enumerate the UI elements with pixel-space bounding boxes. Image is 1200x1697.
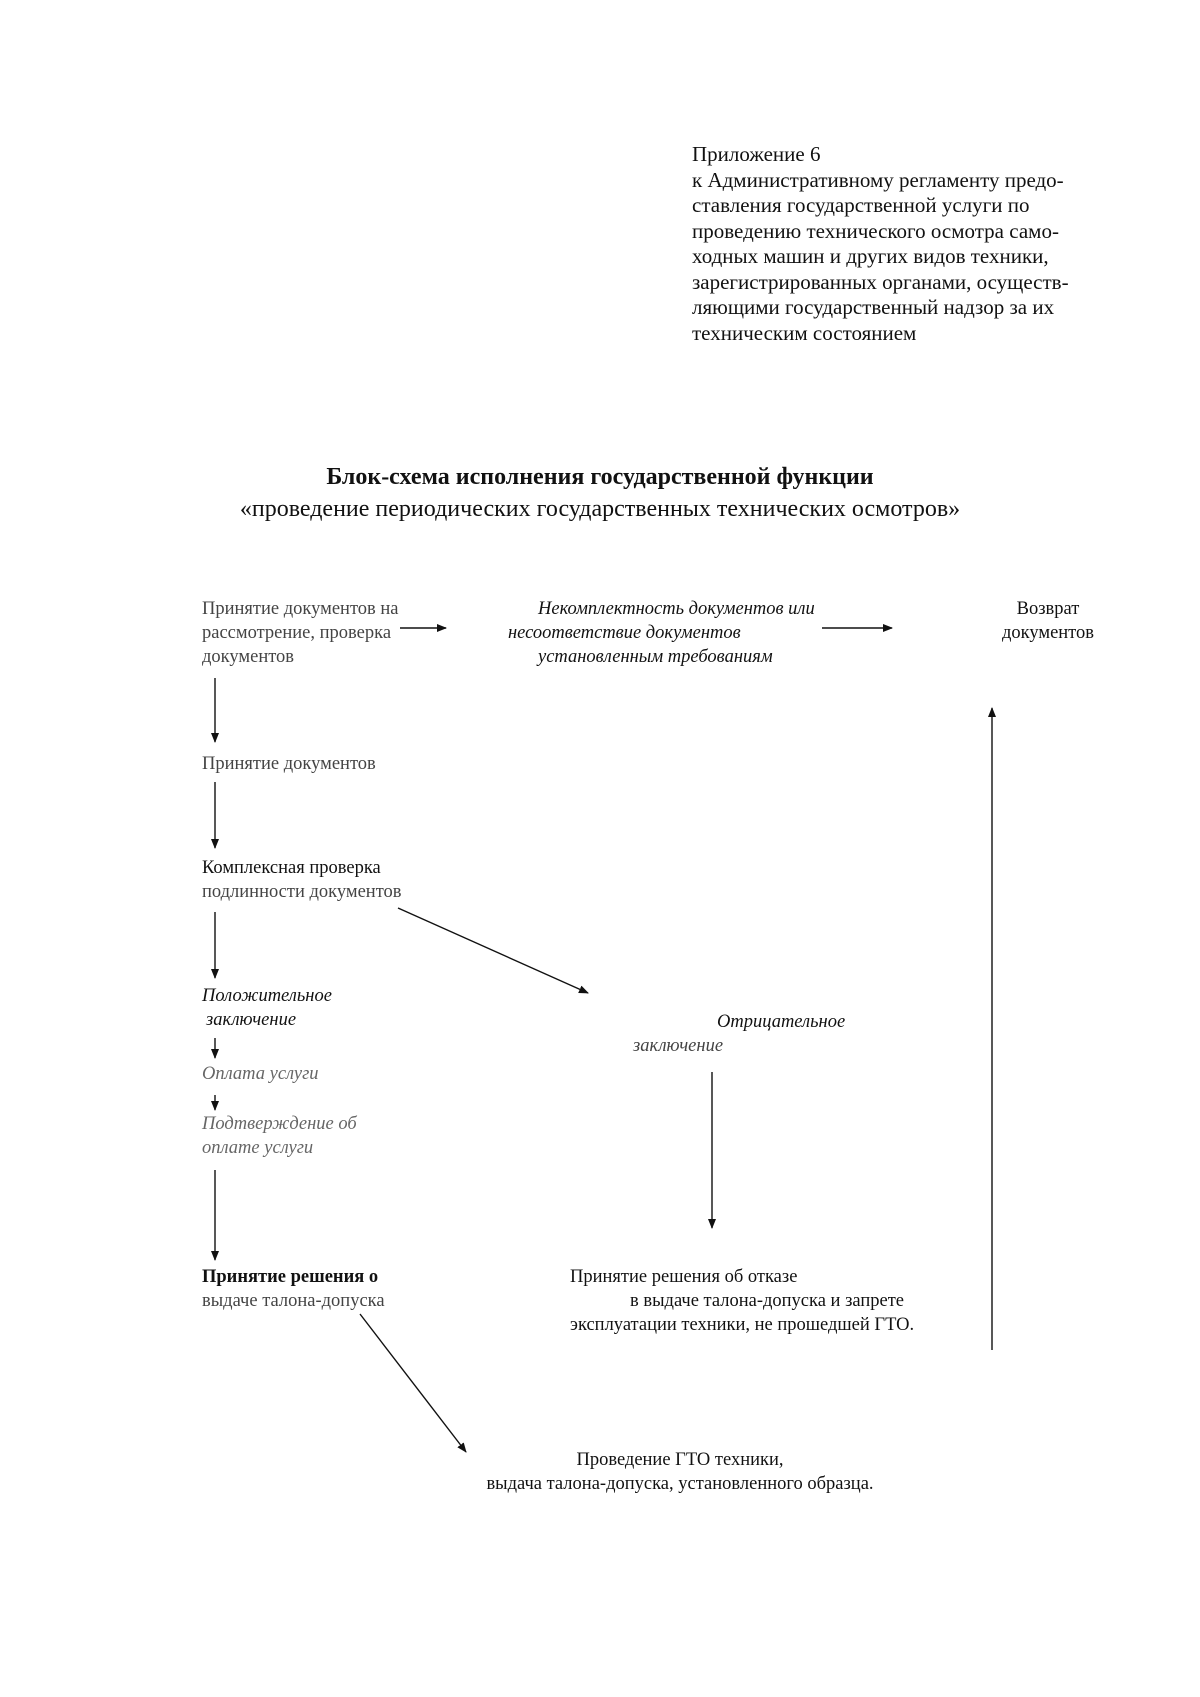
appendix-line: зарегистрированных органами, осуществ- bbox=[692, 269, 1069, 294]
node-accept-review: Принятие документов на рассмотрение, про… bbox=[202, 597, 399, 669]
node-text: Возврат bbox=[1016, 599, 1080, 619]
node-text: Принятие документов на bbox=[202, 599, 399, 619]
node-text: Проведение ГТО техники, bbox=[576, 1450, 784, 1470]
node-text: подлинности документов bbox=[202, 882, 402, 902]
node-accept-docs: Принятие документов bbox=[202, 752, 376, 776]
node-text: Положительное bbox=[202, 986, 332, 1006]
node-text: установленным требованиям bbox=[538, 647, 773, 667]
node-text: Отрицательное bbox=[717, 1012, 846, 1032]
node-conduct-gto: Проведение ГТО техники, выдача талона-до… bbox=[380, 1448, 980, 1496]
appendix-line: ставления государственной услуги по bbox=[692, 193, 1030, 217]
arrow-to-negative bbox=[397, 907, 589, 994]
appendix-line: техническим состоянием bbox=[692, 320, 917, 345]
node-text: несоответствие документов bbox=[508, 623, 741, 643]
node-text: документов bbox=[202, 647, 295, 667]
node-text: рассмотрение, проверка bbox=[202, 623, 392, 643]
node-decision-issue: Принятие решения о выдаче талона-допуска bbox=[202, 1265, 385, 1313]
node-negative-conclusion: Отрицательное заключение bbox=[633, 1010, 845, 1058]
node-text: оплате услуги bbox=[202, 1138, 314, 1158]
node-text: Подтверждение об bbox=[202, 1114, 357, 1134]
node-return-docs: Возврат документов bbox=[978, 597, 1118, 645]
node-text: Принятие решения об отказе bbox=[570, 1267, 798, 1287]
node-positive-conclusion: Положительное заключение bbox=[202, 984, 332, 1032]
node-payment-confirmation: Подтверждение об оплате услуги bbox=[202, 1112, 357, 1160]
node-text: Принятие решения о bbox=[202, 1267, 379, 1287]
appendix-line: проведению технического осмотра само- bbox=[692, 218, 1059, 243]
node-incomplete-docs: Некомплектность документов или несоответ… bbox=[508, 597, 908, 669]
node-text: выдаче талона-допуска bbox=[202, 1291, 385, 1311]
node-text: заключение bbox=[206, 1010, 297, 1030]
appendix-line: к Административному регламенту предо- bbox=[692, 167, 1064, 192]
node-text: эксплуатации техники, не прошедшей ГТО. bbox=[570, 1315, 915, 1335]
node-text: Принятие документов bbox=[202, 754, 376, 774]
appendix-note: Приложение 6 к Административному регламе… bbox=[692, 142, 1162, 346]
node-text: в выдаче талона-допуска и запрете bbox=[630, 1291, 905, 1311]
node-text: заключение bbox=[633, 1036, 724, 1056]
diagram-subtitle: «проведение периодических государственны… bbox=[239, 496, 961, 522]
node-payment: Оплата услуги bbox=[202, 1062, 319, 1086]
node-text: Комплексная проверка bbox=[202, 858, 381, 878]
node-text: Оплата услуги bbox=[202, 1064, 319, 1084]
appendix-line: ходных машин и других видов техники, bbox=[692, 244, 1049, 268]
node-decision-refuse: Принятие решения об отказе в выдаче тало… bbox=[570, 1265, 914, 1337]
node-text: документов bbox=[1001, 623, 1095, 643]
arrow-to-conduct-gto bbox=[359, 1313, 467, 1453]
appendix-line: ляющими государственный надзор за их bbox=[692, 295, 1055, 319]
appendix-line: Приложение 6 bbox=[692, 142, 821, 166]
node-complex-check: Комплексная проверка подлинности докумен… bbox=[202, 856, 402, 904]
node-text: выдача талона-допуска, установленного об… bbox=[486, 1474, 874, 1494]
diagram-title: Блок-схема исполнения государственной фу… bbox=[326, 464, 874, 490]
node-text: Некомплектность документов или bbox=[538, 599, 815, 619]
